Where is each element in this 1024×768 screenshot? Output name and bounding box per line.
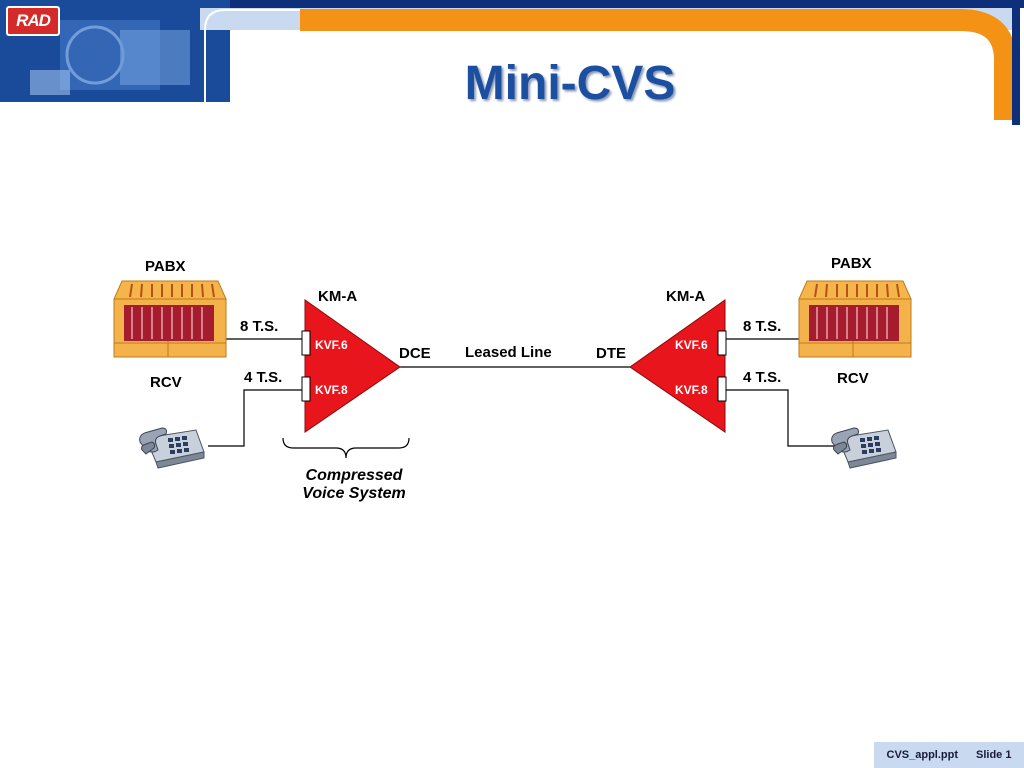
header-banner — [0, 0, 1024, 125]
compressed-voice-line1: Compressed — [305, 467, 403, 484]
right-port-kvf8: KVF.8 — [675, 383, 708, 397]
right-device-name: KM-A — [666, 288, 706, 305]
right-pabx-label: PABX — [831, 255, 872, 272]
footer-file-name: CVS_appl.ppt — [886, 749, 959, 761]
connection-lines — [208, 338, 840, 447]
compressed-voice-line2: Voice System — [302, 485, 406, 502]
leased-line-label: Leased Line — [465, 344, 552, 361]
rad-logo: RAD — [6, 6, 60, 36]
slide-footer: CVS_appl.ppt Slide 1 — [874, 742, 1024, 768]
left-device-name: KM-A — [318, 288, 358, 305]
right-8ts-label: 8 T.S. — [743, 318, 782, 335]
left-rcv-label: RCV — [150, 374, 182, 391]
telephone-icon — [831, 427, 897, 469]
dte-label: DTE — [596, 345, 626, 362]
right-km-a-device — [629, 299, 726, 433]
right-4ts-label: 4 T.S. — [743, 369, 782, 386]
footer-slide-number: Slide 1 — [976, 749, 1012, 761]
left-km-a-device — [304, 299, 401, 433]
pabx-icon — [113, 280, 227, 358]
right-port-kvf6: KVF.6 — [675, 338, 708, 352]
pabx-icon — [798, 280, 912, 358]
compressed-voice-brace — [282, 437, 410, 459]
compressed-voice-label: Compressed Voice System — [290, 467, 418, 503]
slide-title: Mini-CVS — [464, 57, 676, 110]
left-8ts-label: 8 T.S. — [240, 318, 279, 335]
left-4ts-label: 4 T.S. — [244, 369, 283, 386]
left-pabx-label: PABX — [145, 258, 186, 275]
right-rcv-label: RCV — [837, 370, 869, 387]
left-port-kvf6: KVF.6 — [315, 338, 348, 352]
telephone-icon — [139, 427, 205, 469]
left-port-kvf8: KVF.8 — [315, 383, 348, 397]
dce-label: DCE — [399, 345, 431, 362]
